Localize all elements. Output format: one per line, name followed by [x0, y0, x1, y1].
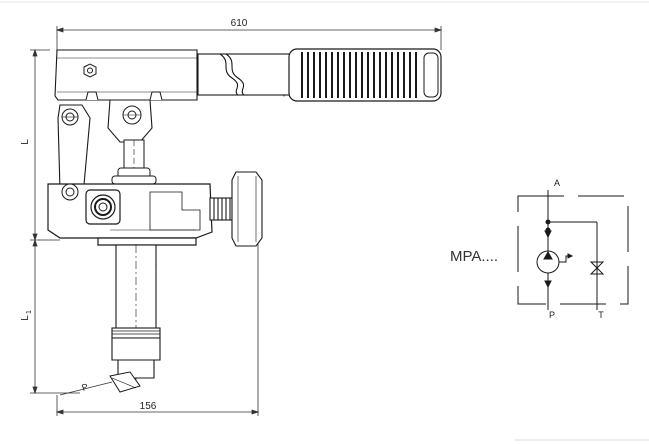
pressure-port-leader — [59, 381, 113, 396]
pump-symbol-icon — [536, 250, 574, 289]
pump-body — [47, 183, 213, 246]
dimension-L1-sub: 1 — [26, 310, 33, 314]
handle-hex-nut-icon — [83, 63, 97, 78]
piston-rod — [111, 139, 157, 185]
dimension-L1 — [30, 238, 80, 395]
schematic-port-a: A — [554, 178, 560, 188]
dimension-156-label: 156 — [140, 401, 157, 412]
pin-icon-upper-center — [122, 105, 142, 125]
dimension-L-label: L — [20, 139, 31, 145]
schematic-port-p: P — [549, 310, 555, 320]
port-fitting-icon — [85, 189, 121, 225]
dimension-L — [30, 48, 60, 242]
pump-cylinder — [111, 244, 161, 382]
release-valve-knob — [209, 171, 263, 247]
dimension-L1-main: L — [20, 315, 31, 321]
handle-grip — [288, 48, 442, 102]
hydraulic-schematic — [517, 190, 629, 310]
dimension-156 — [55, 210, 260, 416]
dimension-L1-label: L 1 — [20, 310, 33, 321]
model-label: MPA.... — [450, 248, 498, 265]
pin-icon-lower-left — [61, 183, 79, 201]
schematic-port-t: T — [598, 310, 604, 320]
dimension-610 — [55, 26, 443, 60]
release-valve-symbol-icon — [589, 260, 605, 276]
pump-handle — [54, 49, 291, 101]
pressure-port-fitting — [109, 371, 141, 393]
handle-clevis — [85, 91, 163, 101]
pin-icon-upper-left — [61, 108, 79, 126]
pressure-port-label: P — [80, 381, 89, 392]
dimension-610-label: 610 — [231, 18, 248, 29]
